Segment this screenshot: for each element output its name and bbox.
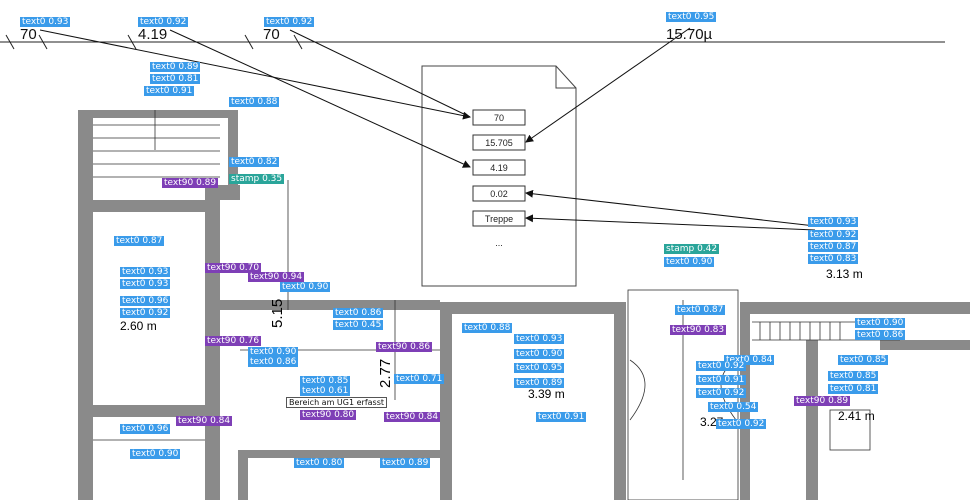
doc-ellipsis: ... [495,238,503,248]
document-icon: 70 15.705 4.19 0.02 Treppe ... [421,65,577,287]
detection-tag: text0 0.89 [380,458,431,468]
detection-tag: text0 0.80 [294,458,345,468]
dim-text-2: 4.19 [138,26,167,43]
detection-tag: text0 0.92 [264,17,315,27]
detection-tag: text90 0.70 [205,263,262,273]
detection-tag: text0 0.93 [808,217,859,227]
detection-tag: text90 0.89 [794,396,851,406]
detection-tag: text0 0.61 [300,386,351,396]
detection-tag: text0 0.92 [696,388,747,398]
detection-tag: text0 0.91 [144,86,195,96]
detection-tag: text0 0.91 [536,412,587,422]
detection-tag: stamp 0.35 [229,174,285,184]
detection-tag: text0 0.88 [462,323,513,333]
detection-tag: text0 0.96 [120,424,171,434]
dim-277: 2.77 [377,359,394,388]
doc-field-1: 15.705 [485,138,513,148]
detection-tag: text0 0.81 [150,74,201,84]
detection-tag: text0 0.86 [855,330,906,340]
detection-tag: text0 0.89 [150,62,201,72]
detection-tag: text0 0.89 [514,378,565,388]
detection-tag: text90 0.84 [176,416,233,426]
dim-text-3: 70 [263,26,280,43]
detection-tag: text0 0.90 [130,449,181,459]
doc-field-4: Treppe [485,214,513,224]
callout-label: Bereich am UG1 erfasst [286,397,388,408]
detection-tag: text90 0.86 [376,342,433,352]
mapping-arrows [39,27,816,231]
detection-tag: text0 0.88 [229,97,280,107]
detection-tag: text0 0.95 [514,363,565,373]
detection-tag: text0 0.86 [248,357,299,367]
area-middle: 3.39 m [528,387,565,401]
detection-tag: text0 0.90 [514,349,565,359]
area-right: 2.41 m [838,409,875,423]
detection-tag: text0 0.87 [808,242,859,252]
detection-tag: text0 0.84 [724,355,775,365]
detection-tag: stamp 0.42 [664,244,720,254]
dim-text-1: 70 [20,26,37,43]
walls [78,110,970,500]
detection-tag: text0 0.87 [675,305,726,315]
detection-tag: text90 0.84 [384,412,441,422]
detection-tag: text0 0.92 [808,230,859,240]
detection-tag: text90 0.76 [205,336,262,346]
detection-tag: text90 0.80 [300,410,357,420]
detection-tag: text90 0.94 [248,272,305,282]
dimension-line: 70 4.19 70 15.70µ [0,26,945,50]
detection-tag: text0 0.93 [514,334,565,344]
detection-tag: text90 0.83 [670,325,727,335]
detection-tag: text0 0.92 [696,361,747,371]
area-upper-right: 3.13 m [826,267,863,281]
detection-tag: text0 0.85 [838,355,889,365]
detection-tag: text0 0.54 [708,402,759,412]
detection-tag: text90 0.89 [162,178,219,188]
detection-tag: text0 0.71 [394,374,445,384]
detection-tag: text0 0.90 [248,347,299,357]
doc-field-0: 70 [494,113,504,123]
detection-tag: text0 0.86 [333,308,384,318]
doc-field-2: 4.19 [490,163,508,173]
room-labels: 2.60 m 3.39 m 3.27 m 2.41 m 3.13 m 5.15 … [120,267,875,429]
detection-tag: text0 0.92 [716,419,767,429]
detection-tag: text0 0.90 [855,318,906,328]
detection-tag: text0 0.95 [666,12,717,22]
detection-tag: text0 0.85 [828,371,879,381]
detection-tag: text0 0.83 [808,254,859,264]
dim-text-4: 15.70µ [666,26,713,43]
detection-tag: text0 0.92 [120,308,171,318]
detection-tag: text0 0.81 [828,384,879,394]
detection-tag: text0 0.45 [333,320,384,330]
detection-tag: text0 0.93 [120,267,171,277]
area-left: 2.60 m [120,319,157,333]
detection-tag: text0 0.82 [229,157,280,167]
detection-tag: text0 0.90 [664,257,715,267]
detection-tag: text0 0.93 [120,279,171,289]
dim-515: 5.15 [269,299,286,328]
detection-tag: text0 0.87 [114,236,165,246]
detection-tag: text0 0.85 [300,376,351,386]
detection-tag: text0 0.96 [120,296,171,306]
detection-tag: text0 0.91 [696,375,747,385]
doc-field-3: 0.02 [490,189,508,199]
detection-tag: text0 0.93 [20,17,71,27]
detection-tag: text0 0.90 [280,282,331,292]
detection-tag: text0 0.92 [138,17,189,27]
